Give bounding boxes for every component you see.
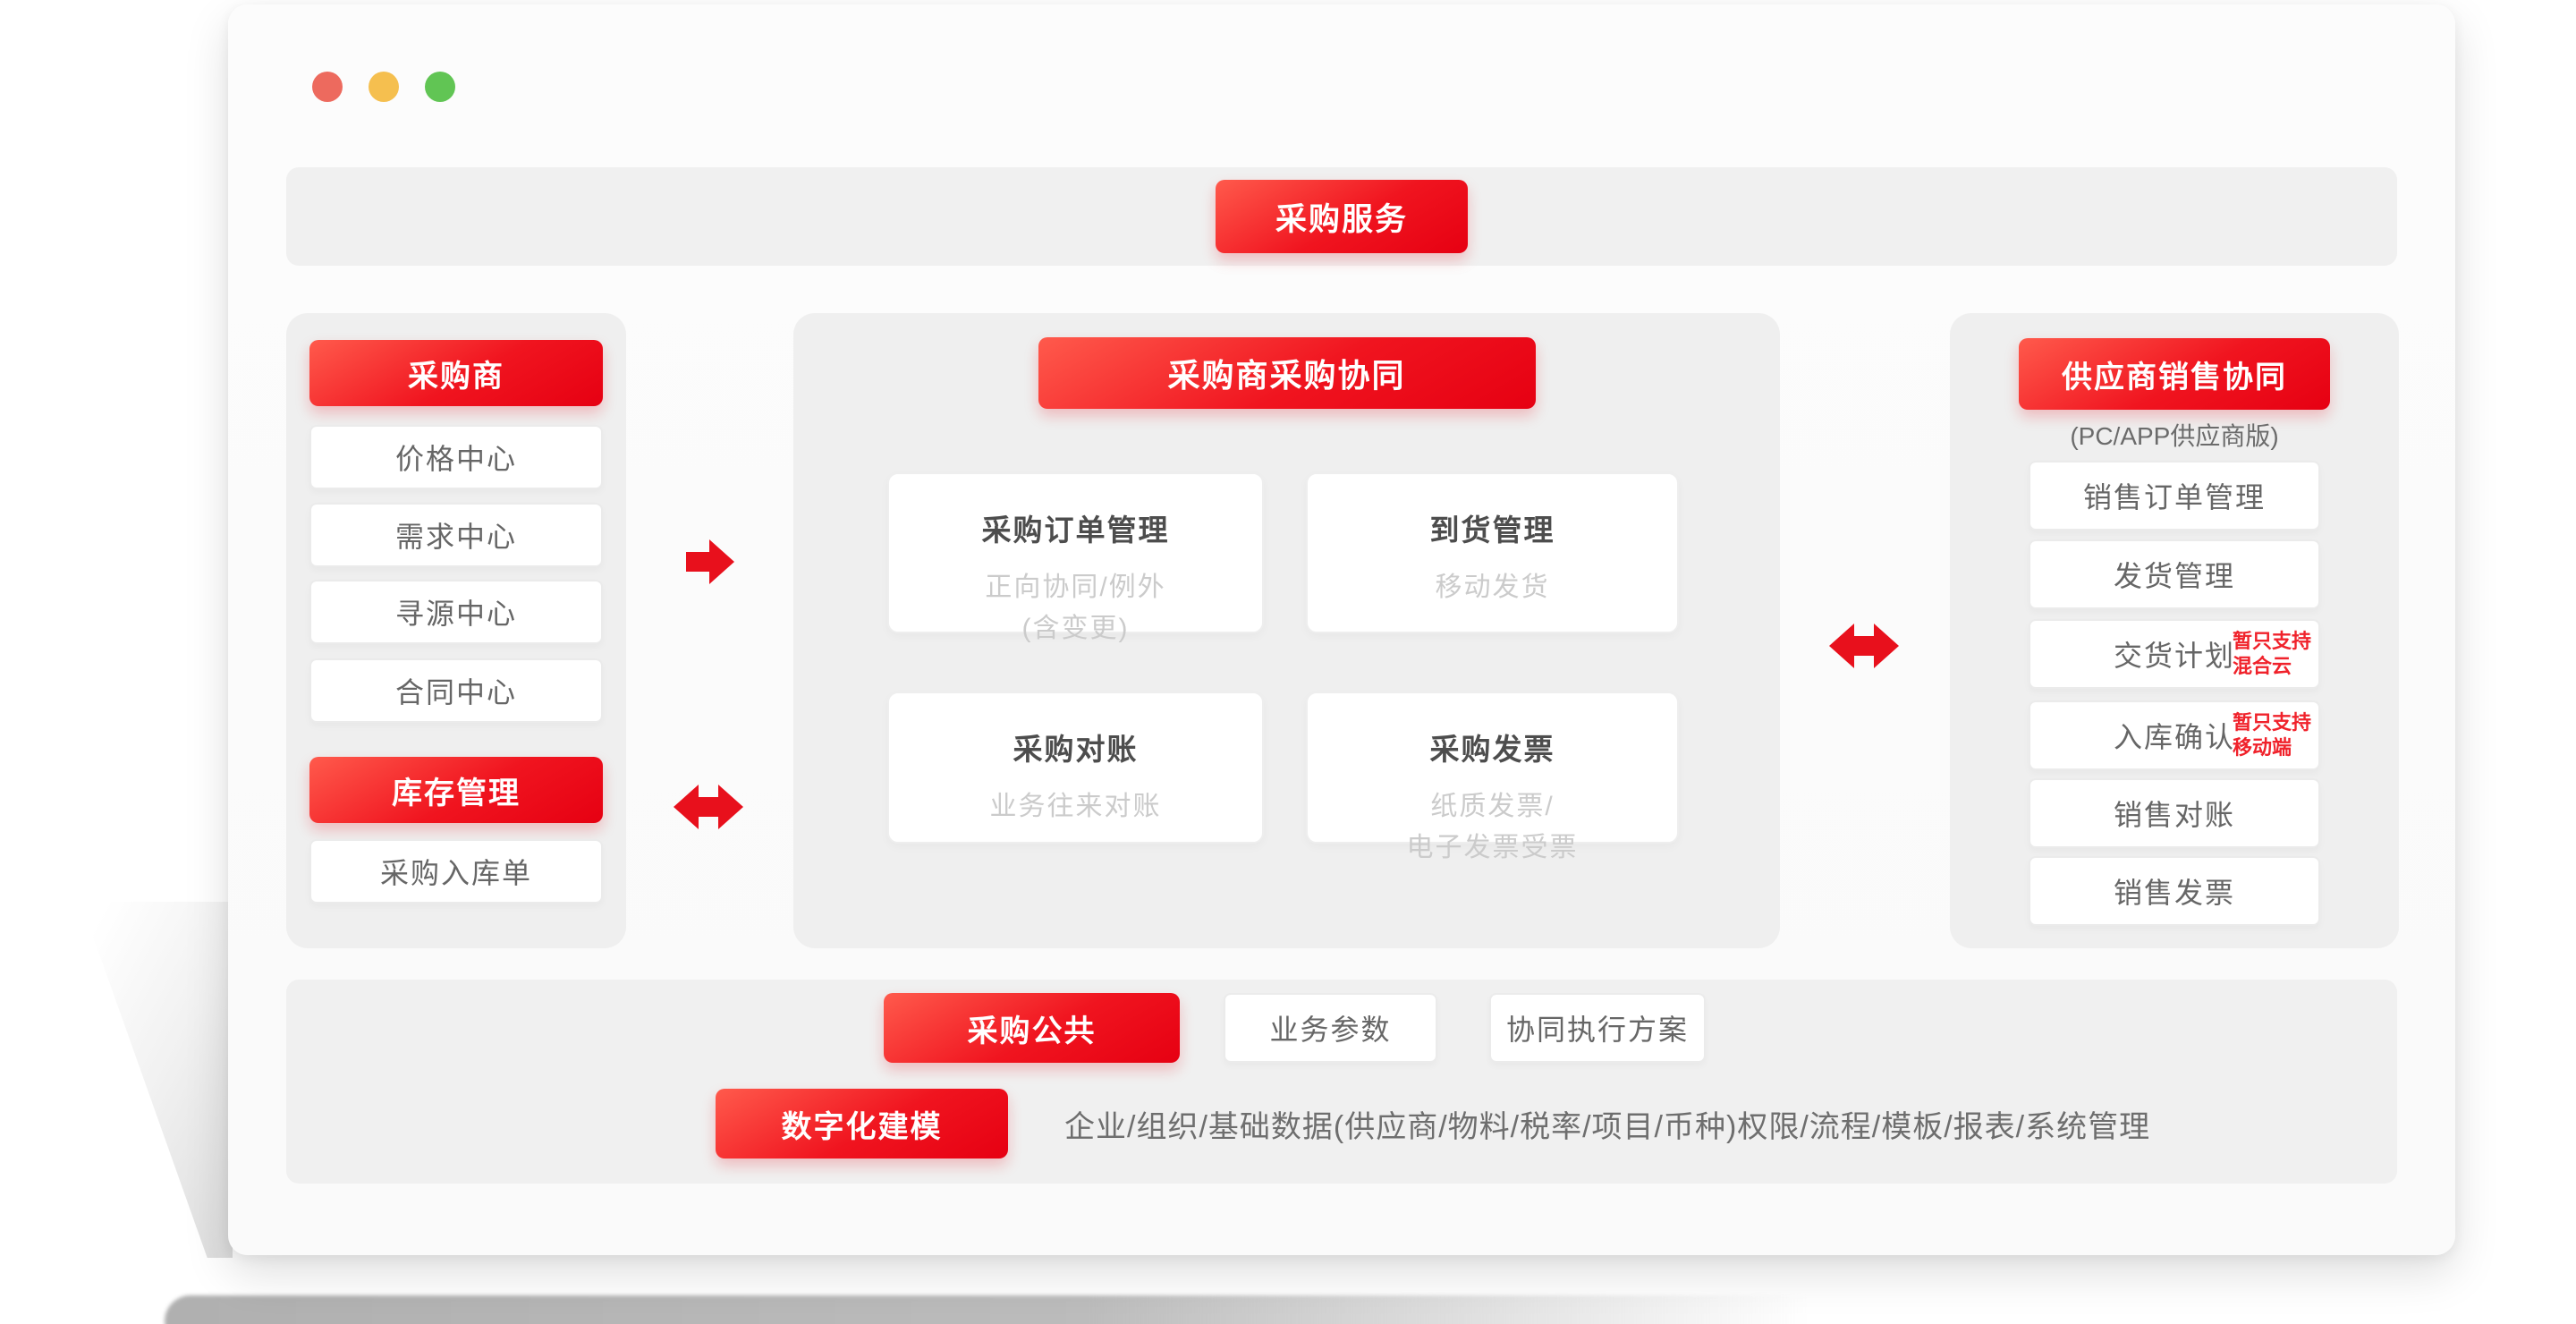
card-purchase-reconciliation: 采购对账 业务往来对账 (887, 692, 1264, 844)
right-item-sales-invoice[interactable]: 销售发票 (2029, 856, 2320, 926)
card-purchase-order-management: 采购订单管理 正向协同/例外 (含变更) (887, 472, 1264, 643)
page-fold-decoration (80, 902, 233, 1258)
right-panel-header-button[interactable]: 供应商销售协同 (2019, 338, 2330, 410)
item-label: 发货管理 (2113, 560, 2235, 592)
right-item-sales-order-management[interactable]: 销售订单管理 (2029, 461, 2320, 530)
bottom-panel: 采购公共 业务参数 协同执行方案 数字化建模 企业/组织/基础数据(供应商/物料… (286, 980, 2397, 1184)
top-banner: 采购服务 (286, 167, 2397, 266)
digital-modeling-description: 企业/组织/基础数据(供应商/物料/税率/项目/币种)权限/流程/模板/报表/系… (1064, 1109, 2151, 1144)
right-item-sales-reconciliation[interactable]: 销售对账 (2029, 778, 2320, 848)
sidebar-header-inventory[interactable]: 库存管理 (309, 757, 603, 823)
sidebar-item-demand-center[interactable]: 需求中心 (309, 503, 603, 567)
buyer-sidebar-panel: 采购商 价格中心 需求中心 寻源中心 合同中心 库存管理 采购入库单 (286, 313, 626, 948)
inbound-confirmation-note: 暂只支持 移动端 (2232, 711, 2311, 759)
sidebar-item-contract-center[interactable]: 合同中心 (309, 658, 603, 723)
arrow-double-icon (674, 785, 743, 829)
buyer-collaboration-panel: 采购商采购协同 采购订单管理 正向协同/例外 (含变更) 到货管理 移动发货 采… (793, 313, 1780, 948)
sidebar-item-price-center[interactable]: 价格中心 (309, 425, 603, 489)
close-icon[interactable] (312, 72, 343, 102)
item-label: 销售订单管理 (2082, 481, 2266, 513)
item-label: 交货计划 (2113, 640, 2235, 672)
center-panel-header-button[interactable]: 采购商采购协同 (1038, 337, 1536, 409)
arrow-right-icon (686, 539, 734, 584)
card-title: 采购订单管理 (981, 513, 1170, 547)
card-subtitle: 正向协同/例外 (含变更) (985, 573, 1166, 643)
card-title: 采购对账 (1013, 733, 1139, 766)
item-label: 销售发票 (2113, 877, 2235, 909)
right-item-inbound-confirmation[interactable]: 入库确认 暂只支持 移动端 (2029, 700, 2320, 770)
arrow-double-icon (1829, 624, 1899, 668)
right-item-delivery-plan[interactable]: 交货计划 暂只支持 混合云 (2029, 619, 2320, 689)
bottom-item-collaboration-plan[interactable]: 协同执行方案 (1489, 993, 1706, 1063)
card-title: 采购发票 (1429, 733, 1555, 766)
minimize-icon[interactable] (369, 72, 399, 102)
card-subtitle: 移动发货 (1435, 573, 1550, 602)
delivery-plan-note: 暂只支持 混合云 (2232, 630, 2311, 677)
right-item-shipping-management[interactable]: 发货管理 (2029, 539, 2320, 609)
right-panel-subtitle: (PC/APP供应商版) (2070, 422, 2279, 450)
digital-modeling-button[interactable]: 数字化建模 (716, 1089, 1008, 1158)
sidebar-item-inbound-order[interactable]: 采购入库单 (309, 839, 603, 904)
card-arrival-management: 到货管理 移动发货 (1306, 472, 1679, 633)
procurement-common-button[interactable]: 采购公共 (884, 993, 1180, 1063)
window-ground-shadow (165, 1295, 1844, 1324)
item-label: 入库确认 (2113, 721, 2235, 753)
bottom-item-business-parameters[interactable]: 业务参数 (1224, 993, 1437, 1063)
procurement-service-button[interactable]: 采购服务 (1216, 180, 1468, 253)
app-window: 采购服务 采购商 价格中心 需求中心 寻源中心 合同中心 库存管理 采购入库单 … (228, 4, 2455, 1255)
card-subtitle: 业务往来对账 (989, 792, 1162, 821)
card-title: 到货管理 (1429, 513, 1555, 547)
card-purchase-invoice: 采购发票 纸质发票/ 电子发票受票 (1306, 692, 1679, 862)
supplier-collaboration-panel: 供应商销售协同 (PC/APP供应商版) 销售订单管理 发货管理 交货计划 暂只… (1950, 313, 2399, 948)
item-label: 销售对账 (2113, 799, 2235, 831)
zoom-icon[interactable] (425, 72, 455, 102)
sidebar-item-sourcing-center[interactable]: 寻源中心 (309, 580, 603, 644)
window-controls (312, 72, 455, 102)
card-subtitle: 纸质发票/ 电子发票受票 (1406, 792, 1579, 862)
sidebar-header-buyer[interactable]: 采购商 (309, 340, 603, 406)
